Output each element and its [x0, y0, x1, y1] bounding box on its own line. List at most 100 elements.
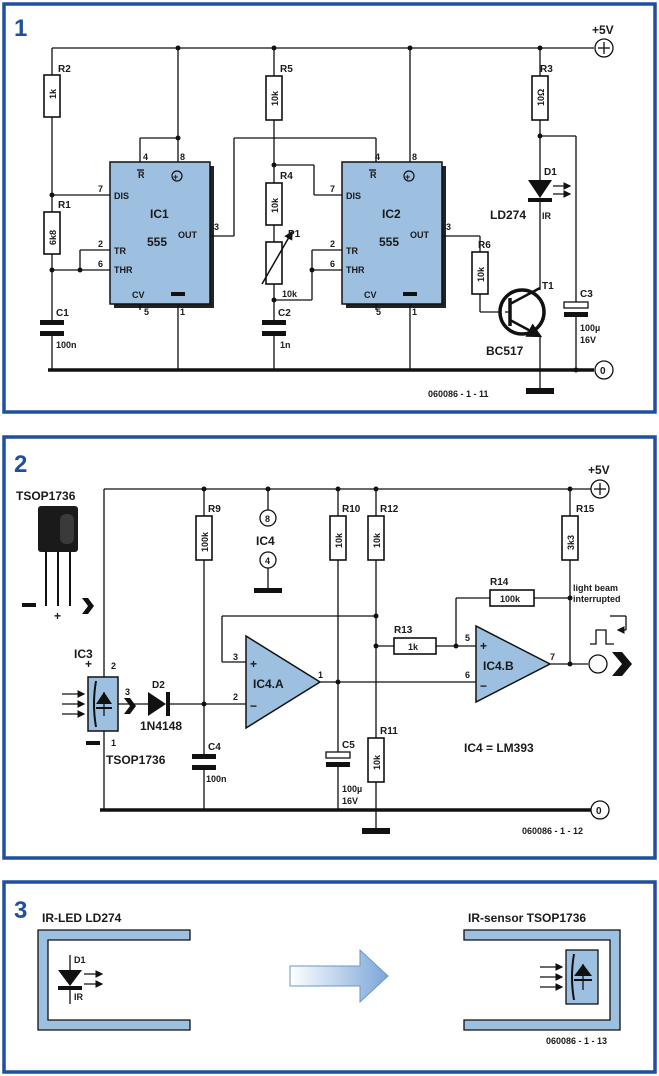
ic2-type: 555: [379, 235, 399, 249]
r1-label: R1: [58, 200, 71, 211]
ic2-pin4: 4: [375, 152, 380, 162]
ic4b-pin6: 6: [465, 670, 470, 680]
c3-value2: 16V: [580, 335, 596, 345]
ic2-dis: DIS: [346, 191, 361, 201]
d2-diode: [148, 692, 166, 716]
ic4-power-label: IC4: [256, 534, 275, 548]
ground-label-2: 0: [596, 806, 602, 817]
c5-label: C5: [342, 740, 355, 751]
ground-symbol-1: [526, 388, 554, 394]
ic1-type: 555: [147, 235, 167, 249]
c1-value: 100n: [56, 340, 77, 350]
ic2-cv: CV: [364, 290, 377, 300]
r4-label: R4: [280, 171, 293, 182]
r9-value: 100k: [200, 531, 210, 552]
ground-label-1: 0: [600, 366, 606, 377]
c1-label: C1: [56, 308, 69, 319]
r15-label: R15: [576, 504, 595, 515]
ic1-pin8: 8: [180, 152, 185, 162]
ic1-r: R: [138, 170, 145, 180]
panel-2-frame: [2, 435, 657, 860]
ic1-pin5: 5: [144, 307, 149, 317]
ic3-pin1: 1: [111, 738, 116, 748]
figure-code-1: 060086 - 1 - 11: [428, 389, 489, 399]
ic3-label: IC3: [74, 647, 93, 661]
panel-3-left-title: IR-LED LD274: [42, 911, 122, 925]
ic2-vplus: +: [405, 172, 410, 182]
sensor-housing: [463, 929, 621, 1031]
r5-label: R5: [280, 64, 293, 75]
panel-2: 2 +5V 0 060086 - 1 - 12 TSOP1736 + IC3 2…: [2, 435, 657, 860]
r11-value: 10k: [372, 754, 382, 770]
t1-label: T1: [542, 281, 554, 292]
note-line2: interrupted: [573, 594, 621, 604]
panel-2-number: 2: [14, 451, 27, 478]
ic4-pin8: 8: [265, 514, 270, 524]
ic1-out: OUT: [178, 230, 198, 240]
c2-label: C2: [278, 308, 291, 319]
ic2-out: OUT: [410, 230, 430, 240]
ic2-pin8: 8: [412, 152, 417, 162]
ground-terminal-1: [594, 360, 614, 380]
led-ir-label: IR: [74, 992, 84, 1002]
ic4b-label: IC4.B: [483, 659, 514, 673]
p1-label: P1: [288, 229, 301, 240]
tsop-title: TSOP1736: [16, 489, 76, 503]
r13-label: R13: [394, 625, 413, 636]
panel-3: 3 IR-LED LD274 IR-sensor TSOP1736 060086…: [2, 880, 657, 1074]
ic2-thr: THR: [346, 265, 365, 275]
ic3-pin2: 2: [111, 661, 116, 671]
ic4-pin4: 4: [265, 556, 270, 566]
ic4a-minus: −: [250, 699, 257, 713]
ic2-pin3: 3: [446, 222, 451, 232]
panel-1: 1 +5V 0 060086 - 1 - 11 1k R2 6k8 R1 C1 …: [2, 2, 657, 414]
ic1-thr: THR: [114, 265, 133, 275]
r6-value: 10k: [476, 266, 486, 282]
c3-plate-top: [563, 301, 589, 309]
supply-label-2: +5V: [588, 463, 610, 477]
beam-arrow: [289, 948, 389, 1004]
ic4b-comparator: [475, 624, 552, 704]
ic1-chip: [109, 161, 211, 305]
d1-ir: IR: [542, 211, 552, 221]
r10-value: 10k: [334, 532, 344, 548]
ground-terminal-2: [590, 800, 610, 820]
r12-label: R12: [380, 504, 399, 515]
ic2-tr: TR: [346, 246, 358, 256]
note-line1: light beam: [573, 583, 618, 593]
panel-1-number: 1: [14, 15, 27, 42]
ic1-pin3: 3: [214, 222, 219, 232]
d1-label: D1: [544, 167, 557, 178]
ic3-part: TSOP1736: [106, 753, 166, 767]
ic1-tr: TR: [114, 246, 126, 256]
r3-value: 10Ω: [536, 89, 546, 106]
ic2-pin1: 1: [412, 307, 417, 317]
c5-value1: 100µ: [342, 784, 362, 794]
ic2-pin2: 2: [330, 239, 335, 249]
r5-value: 10k: [270, 90, 280, 106]
r14-value: 100k: [500, 594, 521, 604]
sensor-chip: [565, 949, 599, 1005]
ic4a-comparator: [245, 634, 322, 730]
pulse-symbol: [590, 629, 614, 645]
ic4a-pin3: 3: [233, 652, 238, 662]
r13-value: 1k: [408, 642, 419, 652]
ic2-pin5: 5: [376, 307, 381, 317]
c2-value: 1n: [280, 340, 291, 350]
r6-label: R6: [478, 240, 491, 251]
c4-label: C4: [208, 742, 221, 753]
r9-label: R9: [208, 504, 221, 515]
ic1-pin2: 2: [98, 239, 103, 249]
figure-code-2: 060086 - 1 - 12: [522, 826, 583, 836]
ic1-vplus: +: [173, 172, 178, 182]
d1-diode: [528, 180, 552, 198]
d2-label: D2: [152, 680, 165, 691]
ic2-pin6: 6: [330, 259, 335, 269]
ic2-r: R: [370, 170, 377, 180]
led-housing: [37, 929, 191, 1031]
r11-label: R11: [380, 726, 398, 737]
ic1-cv: CV: [132, 290, 145, 300]
ic4a-pin2: 2: [233, 692, 238, 702]
panel-1-frame: [2, 2, 657, 414]
